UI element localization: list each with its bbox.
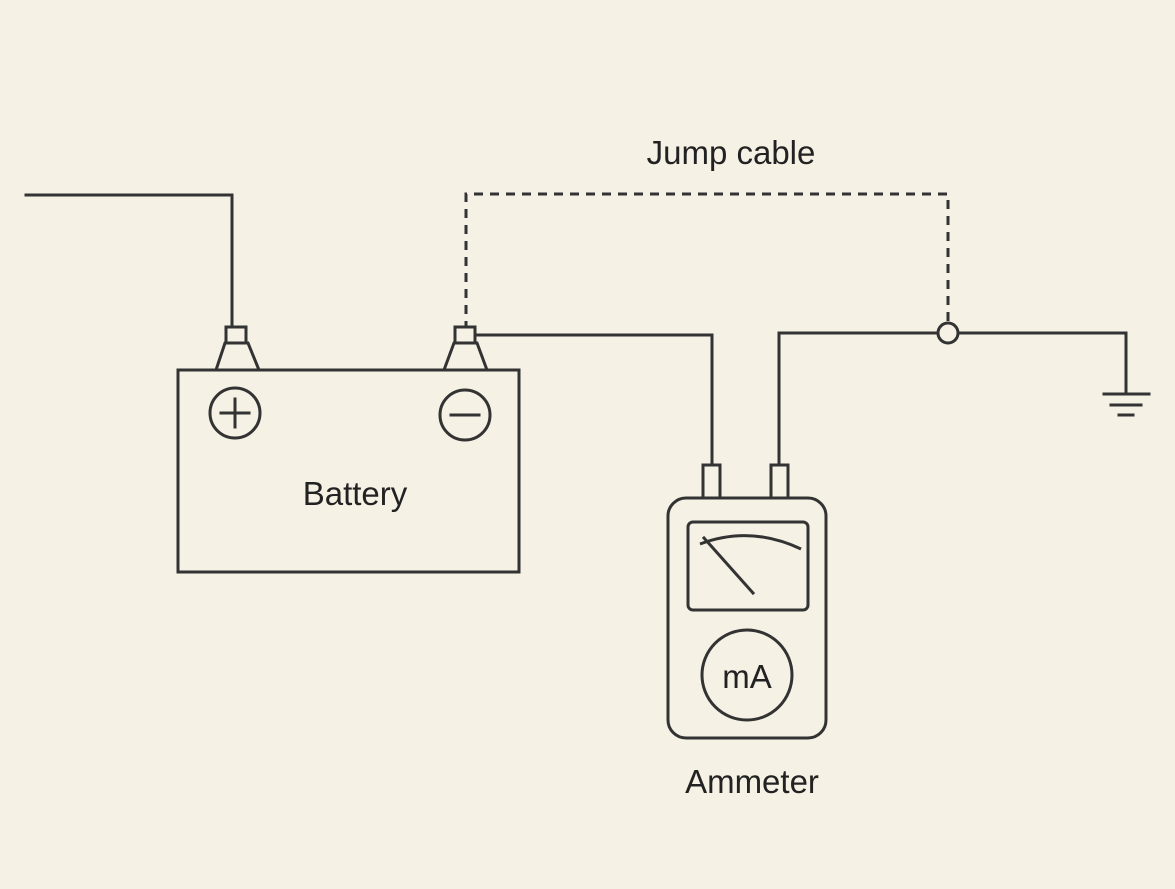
plus-icon: [208, 386, 262, 440]
ammeter-unit-label: mA: [722, 658, 772, 695]
battery-body: [176, 368, 521, 574]
jump-cable-label: Jump cable: [647, 134, 816, 171]
ammeter-right-probe: [769, 463, 790, 501]
negative-terminal: [442, 325, 489, 371]
negative-to-ammeter-wire: [471, 333, 714, 468]
ammeter-scale-arc: [699, 534, 802, 551]
minus-icon: [438, 388, 492, 442]
ammeter: mA: [666, 463, 828, 740]
ammeter-unit-circle: [700, 628, 794, 722]
ammeter-left-probe: [701, 463, 722, 501]
positive-wire: [24, 193, 234, 332]
battery: Battery: [176, 325, 521, 574]
ammeter-needle-icon: [701, 535, 756, 596]
ground-icon: [1102, 392, 1151, 417]
positive-terminal: [214, 325, 261, 371]
ammeter-label: Ammeter: [685, 763, 819, 800]
ammeter-to-ground-wire: [777, 331, 1128, 468]
ammeter-body: [666, 496, 828, 740]
ammeter-display: [686, 520, 810, 612]
battery-label: Battery: [303, 475, 408, 512]
jump-cable-line: [464, 192, 950, 330]
junction-node: [936, 321, 960, 345]
